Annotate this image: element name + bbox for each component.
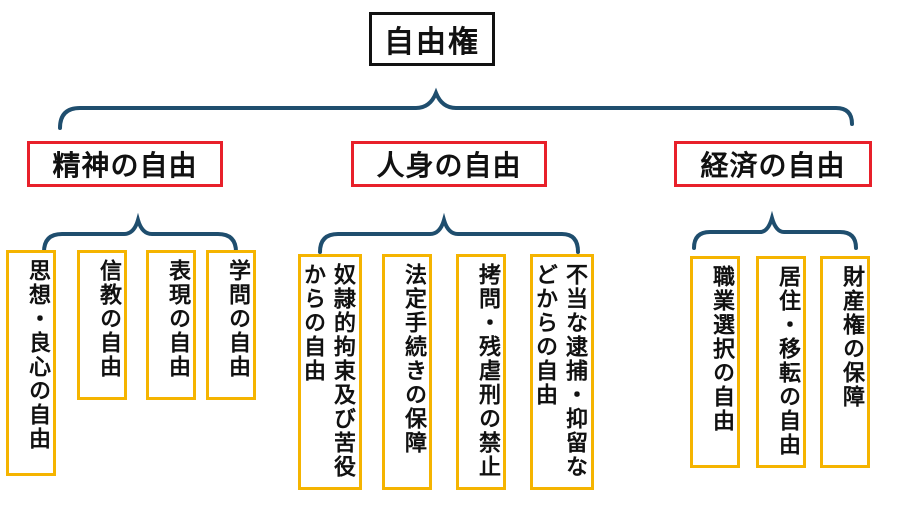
- category-economic-freedom: 経済の自由: [674, 141, 872, 187]
- leaf-freedom-from-slavery: 奴隷的拘束及び苦役からの自由: [298, 254, 362, 490]
- category-spiritual-freedom: 精神の自由: [27, 141, 223, 187]
- leaf-freedom-of-residence: 居住・移転の自由: [756, 256, 806, 468]
- brace-root: [58, 87, 854, 130]
- leaf-freedom-from-unjust-arrest: 不当な逮捕・抑留などからの自由: [530, 254, 594, 490]
- category-physical-freedom: 人身の自由: [351, 141, 547, 187]
- brace-physical: [318, 212, 580, 254]
- leaf-freedom-of-occupation: 職業選択の自由: [690, 256, 740, 468]
- leaf-due-process: 法定手続きの保障: [382, 254, 432, 490]
- leaf-property-rights: 財産権の保障: [820, 256, 870, 468]
- leaf-freedom-of-expression: 表現の自由: [146, 250, 196, 400]
- leaf-academic-freedom: 学問の自由: [206, 250, 256, 400]
- brace-spiritual: [42, 212, 238, 254]
- leaf-freedom-of-religion: 信教の自由: [77, 250, 127, 400]
- leaf-freedom-of-thought: 思想・良心の自由: [6, 250, 56, 476]
- root-node: 自由権: [369, 12, 495, 66]
- leaf-prohibition-of-torture: 拷問・残虐刑の禁止: [456, 254, 506, 490]
- brace-economic: [692, 210, 858, 250]
